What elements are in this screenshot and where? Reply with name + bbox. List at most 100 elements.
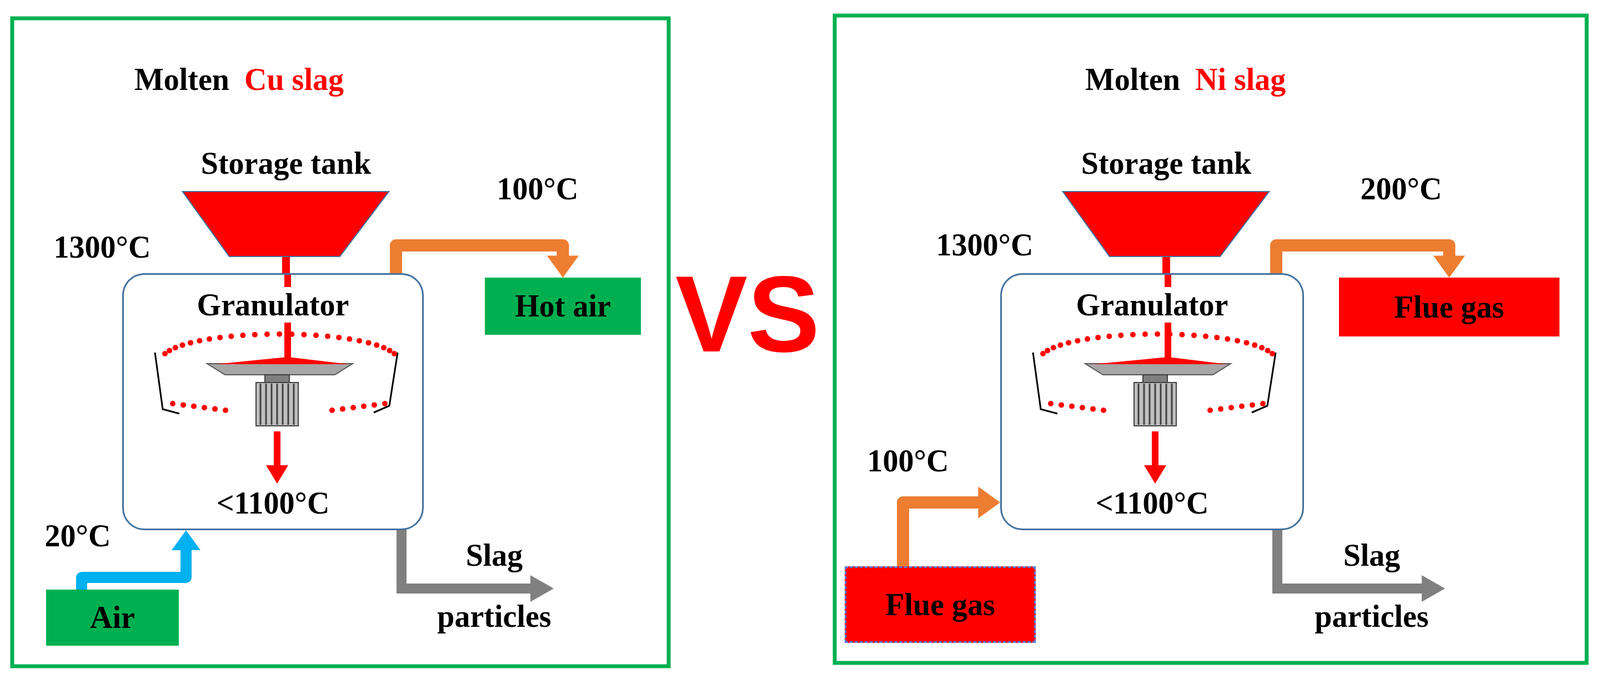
stream-box: Air [46,589,179,646]
slag-droplet [264,331,270,338]
unit-name: Granulator [1072,287,1232,323]
flow-line [282,257,290,275]
slag-droplet [172,344,179,351]
slag-droplet [1239,403,1245,410]
slag-droplet [179,342,186,349]
slag-droplet [162,350,168,357]
slag-droplet [329,407,335,414]
slag-droplet [1142,331,1148,338]
panel-frame [834,15,1587,664]
slag-droplet [1207,407,1213,414]
flow-connector [1166,257,1167,275]
slag-droplet [201,404,208,411]
shaft-cap [264,374,290,383]
slag-droplet [301,332,307,338]
slag-droplet [380,344,387,351]
motor-rib [265,383,268,425]
slag-droplet [1050,344,1057,351]
slag-droplet [1166,331,1173,338]
slag-droplet [1057,342,1064,349]
slag-droplet [1074,338,1081,344]
slag-droplet [1047,400,1054,407]
flow-connector [1276,245,1466,278]
text-label: 200°C [1360,171,1443,207]
temperature: <1100°C [1095,485,1210,521]
stream-box: Flue gas [1338,277,1560,337]
slag-droplet [206,336,213,343]
rotary-disk [207,363,353,375]
slag-droplet [212,406,218,413]
motor-rib [1165,383,1168,425]
motor-rib [1154,383,1157,425]
slag-droplet [1244,339,1250,346]
slag-droplet [1040,350,1046,357]
slag-droplet [387,347,393,354]
tank-body [182,191,390,257]
tank-shape [1056,191,1276,258]
text-label: Cu slag [244,61,344,98]
slag-droplet [373,342,380,349]
slag-droplet [356,338,363,344]
motor-rib [1143,383,1146,425]
text-label: 1300°C [936,227,1034,263]
storage-tank: Storage tank [176,145,396,258]
slag-droplet [222,407,229,414]
slag-droplet [391,350,398,357]
granulator-box: Granulator <1100°C [1000,273,1304,531]
slag-droplet [1260,400,1266,407]
arrow-head [977,486,1001,519]
slag-droplet [1106,333,1112,340]
slag-droplet [1217,406,1224,413]
slag-droplet [288,331,295,338]
slag-droplet [1234,338,1241,344]
arrow-head [266,465,289,484]
slag-droplet [1084,336,1091,343]
slag-droplet [180,402,187,408]
motor-rib [1160,383,1162,425]
slag-droplet [239,332,246,339]
slag-droplet [196,338,203,344]
slag-droplet [313,332,319,339]
slag-droplet [252,332,258,338]
tank-shape [176,191,396,258]
motor-rib [271,383,273,425]
arrow-head [1144,465,1167,484]
stream-name: Hot air [514,288,611,324]
motor [1134,382,1177,426]
slag-droplet [169,400,176,407]
slag-droplet [1090,406,1096,413]
flow-line [395,245,564,274]
flow-line [1276,245,1450,274]
slag-droplet [382,400,388,407]
chamber-wall [373,352,398,413]
motor-rib [1171,383,1173,425]
flow-line [903,502,980,567]
motor-rib [282,383,284,425]
stream-name: Flue gas [885,587,996,623]
temperature: <1100°C [216,485,330,521]
slag-droplet [1265,347,1271,354]
slag-droplet [1179,332,1185,338]
shaft-cap [1142,374,1168,383]
flow-connector [286,257,287,275]
slag-film [215,357,349,365]
motor-rib [1137,383,1140,425]
slag-droplet [1191,332,1197,339]
stream-box: Hot air [484,277,641,335]
slag-droplet [228,333,234,340]
granulator-box: Granulator<1100°C [122,273,424,531]
slag-droplet [1228,404,1235,411]
text-label: Molten [134,61,230,98]
text-label: Slag particles [1291,524,1453,647]
slag-droplet [1117,332,1124,339]
slag-droplet [371,402,378,408]
slag-droplet [1224,336,1231,343]
slag-droplet [187,339,194,346]
flow-connector [903,486,1001,567]
slag-droplet [166,347,173,354]
motor-rib [287,383,290,425]
motor-rib [293,383,295,425]
slag-droplet [1044,347,1051,354]
flow-line [81,549,187,590]
